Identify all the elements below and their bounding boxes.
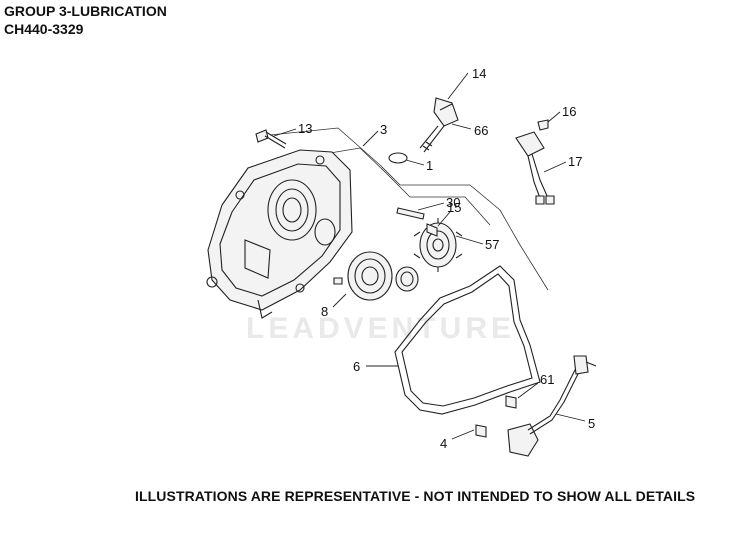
watermark-logo: LEADVENTURE	[246, 312, 516, 345]
leader-61	[517, 382, 539, 399]
callout-57: 57	[485, 237, 499, 252]
leader-17	[543, 161, 567, 173]
leader-8	[332, 293, 347, 308]
leader-1	[405, 159, 425, 166]
bolt-4	[475, 424, 487, 438]
assembly-border-line-inner	[299, 147, 491, 226]
callout-15-label: 15	[447, 200, 461, 215]
leader-4	[451, 429, 475, 440]
screw-16	[537, 119, 549, 131]
o-ring-1	[388, 152, 408, 164]
callout-3: 3	[380, 122, 387, 137]
leader-5	[555, 413, 586, 422]
callout-4: 4	[440, 436, 447, 451]
callout-1: 1	[426, 158, 433, 173]
bolt-61	[505, 395, 517, 409]
group-title: GROUP 3-LUBRICATION	[4, 3, 167, 19]
crankcase-cover	[206, 149, 353, 319]
callout-13: 13	[298, 121, 312, 136]
callout-17: 17	[568, 154, 582, 169]
leader-14	[447, 72, 469, 100]
leader-13	[273, 128, 297, 137]
bolt-13	[255, 129, 287, 149]
oil-sensor-harness-5	[507, 355, 597, 457]
callout-6: 6	[353, 359, 360, 374]
oil-seal	[395, 266, 419, 292]
callout-66: 66	[474, 123, 488, 138]
disclaimer-text: ILLUSTRATIONS ARE REPRESENTATIVE - NOT I…	[135, 488, 696, 504]
leader-66	[451, 123, 472, 130]
callout-8: 8	[321, 304, 328, 319]
callout-14: 14	[472, 66, 486, 81]
gasket-6	[394, 265, 541, 415]
callout-30: 30	[446, 195, 460, 210]
oil-sensor-17	[515, 131, 555, 205]
callout-16: 16	[562, 104, 576, 119]
callout-5: 5	[588, 416, 595, 431]
shim	[333, 277, 343, 285]
leader-30	[417, 202, 445, 211]
governor-gear-15	[413, 218, 463, 272]
pin-30	[396, 207, 425, 220]
gasket-6-inner	[401, 273, 533, 407]
leader-57	[455, 235, 484, 245]
model-number: CH440-3329	[4, 21, 84, 37]
dipstick-14	[419, 97, 459, 153]
bearing-8	[347, 251, 393, 301]
leader-15	[437, 211, 451, 227]
assembly-border-line	[269, 127, 549, 291]
leader-16	[547, 111, 561, 123]
callout-61: 61	[540, 372, 554, 387]
leader-3	[362, 130, 379, 147]
